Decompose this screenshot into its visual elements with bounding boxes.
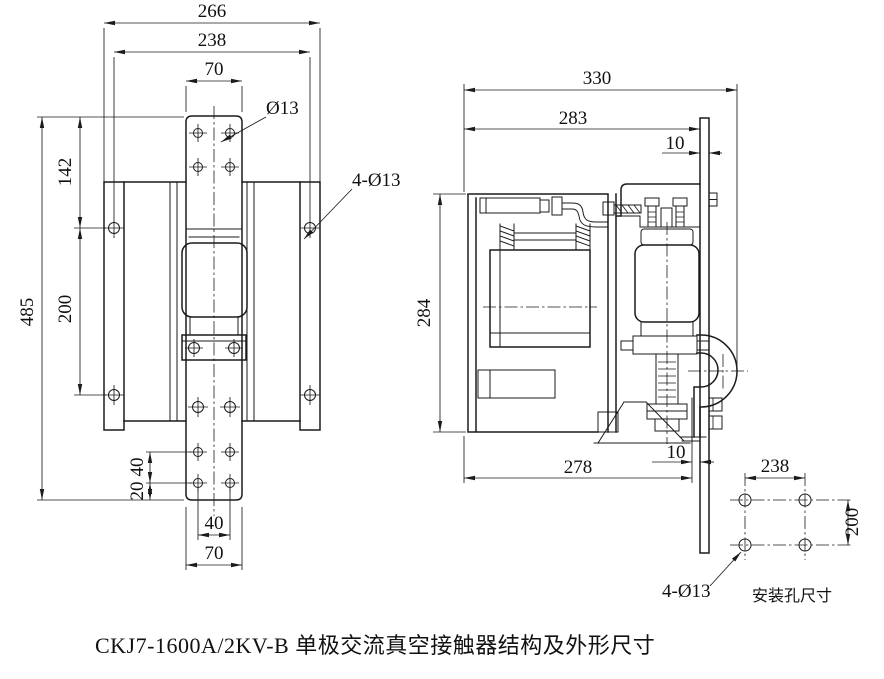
- lower-terminal-inner: [693, 352, 719, 438]
- mounting-diagram-label: 安装孔尺寸: [752, 587, 832, 605]
- armature-lever: [561, 202, 609, 228]
- armature-block: [539, 199, 550, 213]
- mounting-centerlines: [730, 473, 853, 560]
- spring-left: [499, 223, 515, 251]
- dim-200m: 200: [842, 508, 863, 537]
- side-bolt-hatch: [615, 204, 641, 214]
- lower-terminal-foot: [679, 436, 707, 442]
- clamp-bolt-crosshairs: [185, 339, 243, 357]
- front-busbar-column: [185, 115, 243, 501]
- flange-hole-crosshairs: [104, 218, 320, 405]
- bracket-bolt-shank: [675, 205, 685, 228]
- dim-142: 142: [55, 158, 76, 187]
- front-frame-columns: [169, 181, 255, 422]
- front-body-edges: [123, 181, 301, 422]
- plate-bolt: [708, 397, 723, 412]
- dim-20: 20: [127, 482, 148, 501]
- dim-284: 284: [414, 298, 435, 327]
- dim-40v: 40: [127, 458, 148, 477]
- dim-70: 70: [205, 59, 224, 80]
- plate-bolt: [708, 415, 723, 430]
- front-extension-lines: [37, 28, 321, 570]
- front-vacuum-interrupter: [181, 242, 248, 318]
- leader-hole-dia: [220, 116, 267, 143]
- dim-283: 283: [559, 108, 588, 129]
- dim-278: 278: [564, 457, 593, 478]
- terminal-bend-centerlines: [688, 354, 748, 390]
- side-view: [467, 117, 748, 554]
- front-view: [103, 106, 321, 516]
- contact-stud-right: [696, 340, 710, 351]
- dim-238m: 238: [761, 456, 790, 477]
- upper-bracket-shelf: [615, 215, 701, 228]
- leader-mounting-holes: [709, 551, 742, 587]
- dim-266: 266: [198, 1, 227, 22]
- dim-70b: 70: [205, 543, 224, 564]
- dim-10t: 10: [666, 133, 685, 154]
- dim-hole-dia: Ø13: [266, 98, 299, 119]
- magnet-coil: [489, 249, 591, 348]
- base-bracket: [593, 397, 693, 444]
- upper-bracket: [615, 183, 701, 217]
- armature-post: [551, 196, 563, 216]
- terminal-box: [477, 369, 556, 399]
- side-extension-lines: [433, 84, 738, 483]
- bracket-bolt-head: [644, 197, 660, 207]
- base-block: [597, 411, 619, 433]
- lower-hole-crosshairs: [189, 443, 239, 492]
- bolt-threads: [648, 211, 684, 223]
- side-housing: [467, 193, 617, 433]
- contact-block: [632, 335, 698, 355]
- leader-side-holes: [303, 188, 353, 240]
- dim-238: 238: [198, 30, 227, 51]
- mounting-hole-diagram: 238 200 4-Ø13 安装孔尺寸: [662, 456, 863, 605]
- dim-40h: 40: [205, 513, 224, 534]
- mid-hole-crosshairs: [188, 397, 240, 417]
- magnet-coil-lines: [489, 249, 591, 348]
- mounting-hole-spec: 4-Ø13: [662, 581, 711, 602]
- dim-200: 200: [55, 295, 76, 324]
- bracket-bolt-head: [672, 197, 688, 207]
- bracket-spacer: [660, 207, 673, 228]
- dim-330: 330: [583, 68, 612, 89]
- dim-side-holes: 4-Ø13: [352, 170, 401, 191]
- armature-plate: [479, 197, 541, 214]
- spring-right: [575, 223, 591, 251]
- bracket-bolt-shank: [647, 205, 657, 228]
- front-view-dimensions: 266 238 70 Ø13 4-Ø13 142 485 200 40 20 4…: [17, 1, 401, 570]
- side-view-dimensions: 330 283 10 284 278 10: [414, 68, 738, 483]
- dim-485: 485: [17, 298, 38, 327]
- contact-stud-left: [620, 340, 634, 351]
- spring-rod: [513, 232, 577, 241]
- dim-10b: 10: [667, 442, 686, 463]
- drawing-caption: CKJ7-1600A/2KV-B 单极交流真空接触器结构及外形尺寸: [95, 633, 655, 658]
- busbar-hole-crosshairs: [189, 124, 239, 176]
